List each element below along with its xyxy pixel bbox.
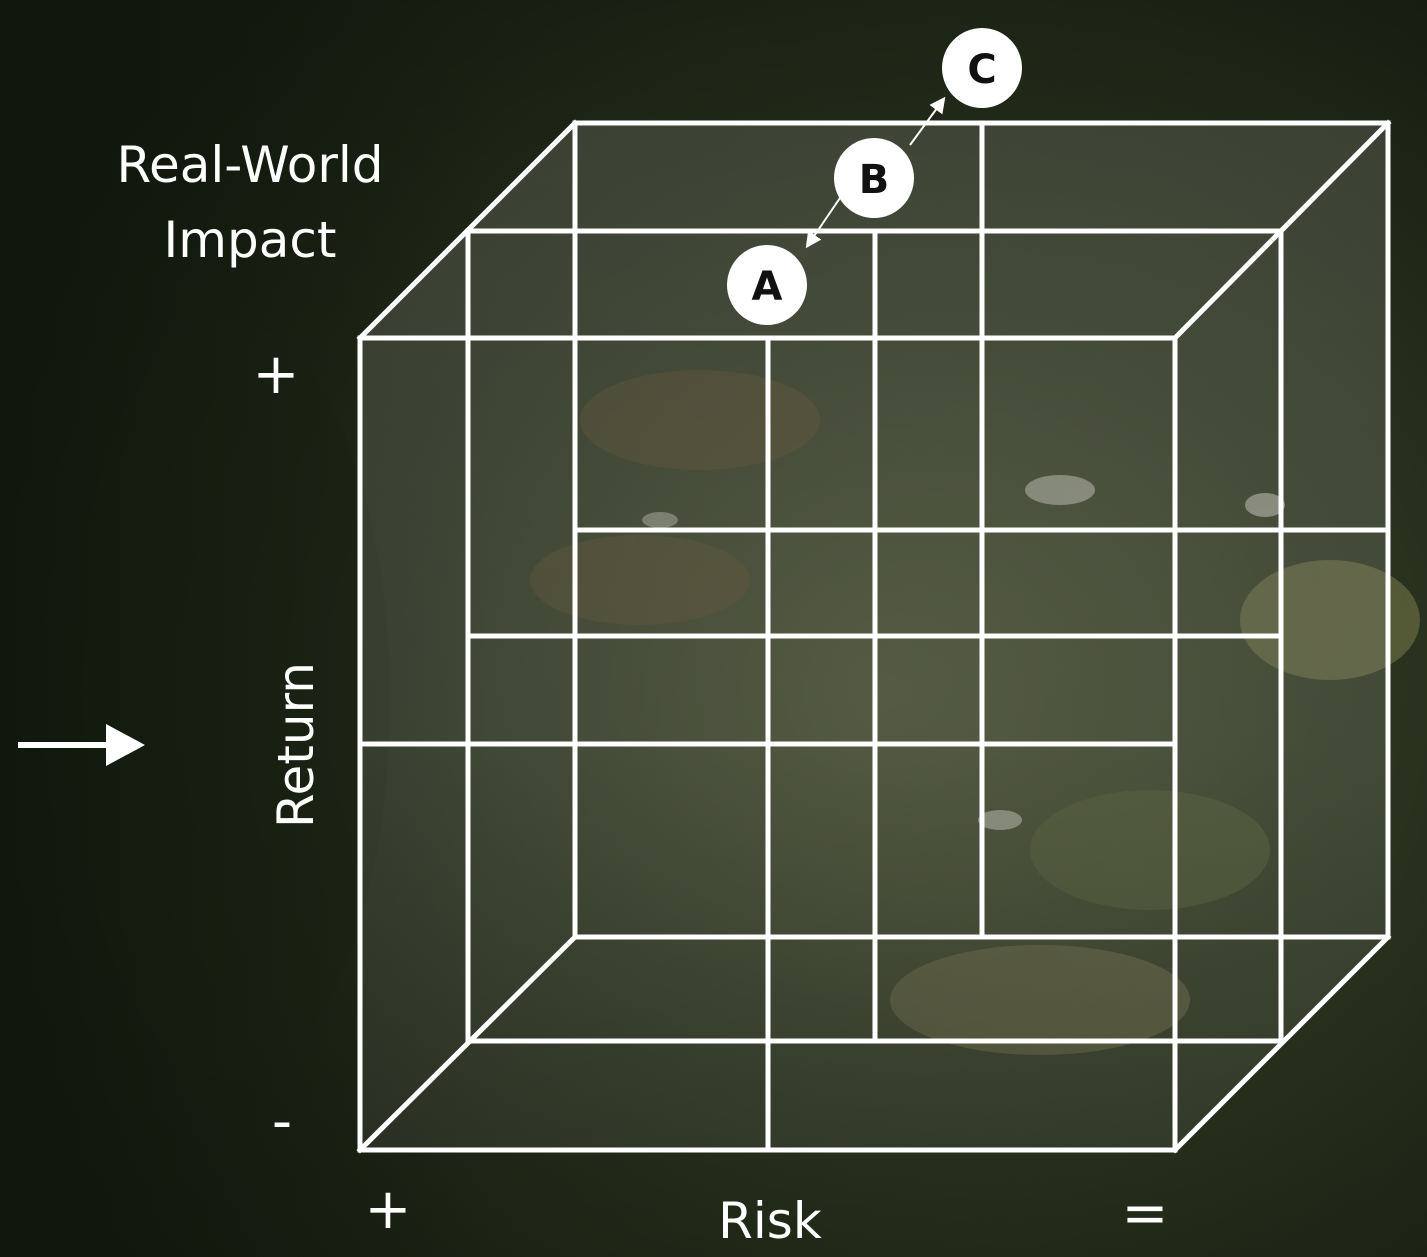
x-axis-title: Risk	[718, 1192, 822, 1250]
y-axis-low-mark: -	[272, 1089, 292, 1154]
y-axis-title: Return	[267, 662, 325, 828]
z-axis-title-line1: Real-World	[116, 136, 383, 194]
z-axis-title-line2: Impact	[164, 211, 337, 269]
cube-edge-bottom-right	[1171, 933, 1392, 1154]
cube-edge-top-right	[1171, 119, 1392, 342]
node-b: B	[834, 138, 914, 218]
arrow-b-to-a	[805, 194, 843, 249]
x-axis-right-mark: =	[1122, 1181, 1169, 1246]
cube-edge-bottom-left	[356, 933, 579, 1154]
node-a-label: A	[752, 264, 783, 310]
node-b-label: B	[859, 157, 890, 203]
cube-wireframe	[356, 119, 1392, 1154]
node-c-circle	[942, 28, 1022, 108]
y-axis-high-mark: +	[253, 342, 300, 407]
node-a-circle	[727, 245, 807, 325]
node-b-circle	[834, 138, 914, 218]
node-connectors	[805, 96, 946, 249]
cube-edge-top-left	[356, 119, 579, 342]
node-c: C	[942, 28, 1022, 108]
node-c-label: C	[967, 47, 996, 93]
arrow-b-to-c	[909, 96, 946, 146]
right-arrow-icon	[18, 724, 145, 766]
node-a: A	[727, 245, 807, 325]
z-axis-title: Real-World Impact	[116, 136, 383, 269]
x-axis-left-mark: +	[365, 1177, 412, 1242]
